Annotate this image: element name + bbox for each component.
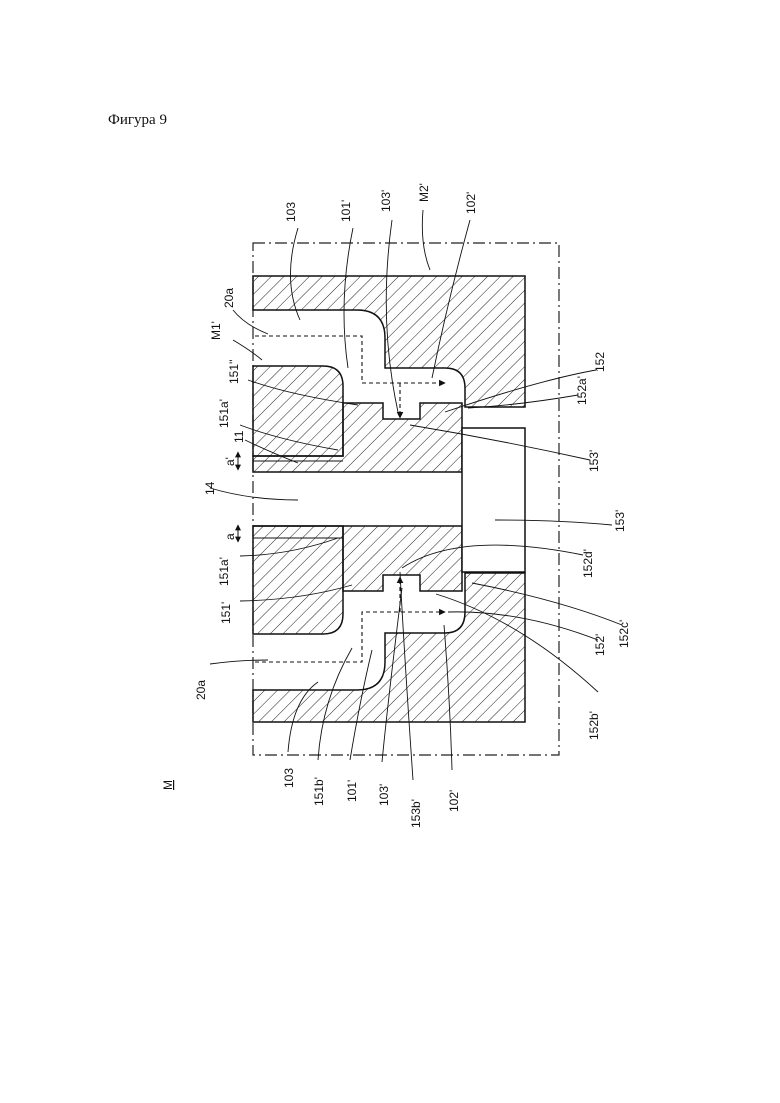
label-20a-bot: 20a: [194, 680, 208, 700]
label-103p-bot: 103': [377, 784, 391, 806]
label-152cp: 152c': [617, 620, 631, 648]
label-11: 11: [232, 430, 246, 443]
label-152: 152: [593, 352, 607, 372]
label-151bp: 151b': [312, 777, 326, 806]
label-103p-top: 103': [379, 190, 393, 212]
label-103-bot: 103: [282, 768, 296, 788]
label-152p: 152': [593, 634, 607, 656]
label-20a-top: 20a: [222, 288, 236, 308]
label-151p: 151': [219, 602, 233, 624]
label-151pp: 151'': [227, 359, 241, 384]
label-101p-top: 101': [339, 200, 353, 222]
leader-20a-bot: [210, 660, 268, 664]
label-153p-b: 153': [613, 510, 627, 532]
label-153p-top: 153': [587, 450, 601, 472]
leader-m1p: [233, 340, 262, 360]
label-153bp: 153b': [409, 799, 423, 828]
label-a-prime: a': [223, 457, 237, 466]
label-152bp: 152b': [587, 711, 601, 740]
label-m1p: M1': [209, 321, 223, 340]
label-152ap: 152a': [575, 376, 589, 405]
label-102p-top: 102': [464, 192, 478, 214]
upper-inner-block: [253, 366, 343, 456]
leader-14: [210, 488, 298, 500]
lower-inner-block: [253, 526, 343, 634]
label-151ap: 151a': [217, 399, 231, 428]
leader-m2p: [422, 210, 430, 270]
label-101p-bot: 101': [345, 780, 359, 802]
label-152dp: 152d': [581, 549, 595, 578]
label-14: 14: [203, 481, 217, 495]
label-151ap-b: 151a': [217, 557, 231, 586]
label-m2p: M2': [417, 183, 431, 202]
label-m: M: [161, 780, 175, 790]
label-a: a: [223, 533, 237, 540]
leader-20a-top: [233, 310, 268, 334]
label-102p-bot: 102': [447, 790, 461, 812]
label-103-top: 103: [284, 202, 298, 222]
right-channel: [462, 428, 525, 572]
